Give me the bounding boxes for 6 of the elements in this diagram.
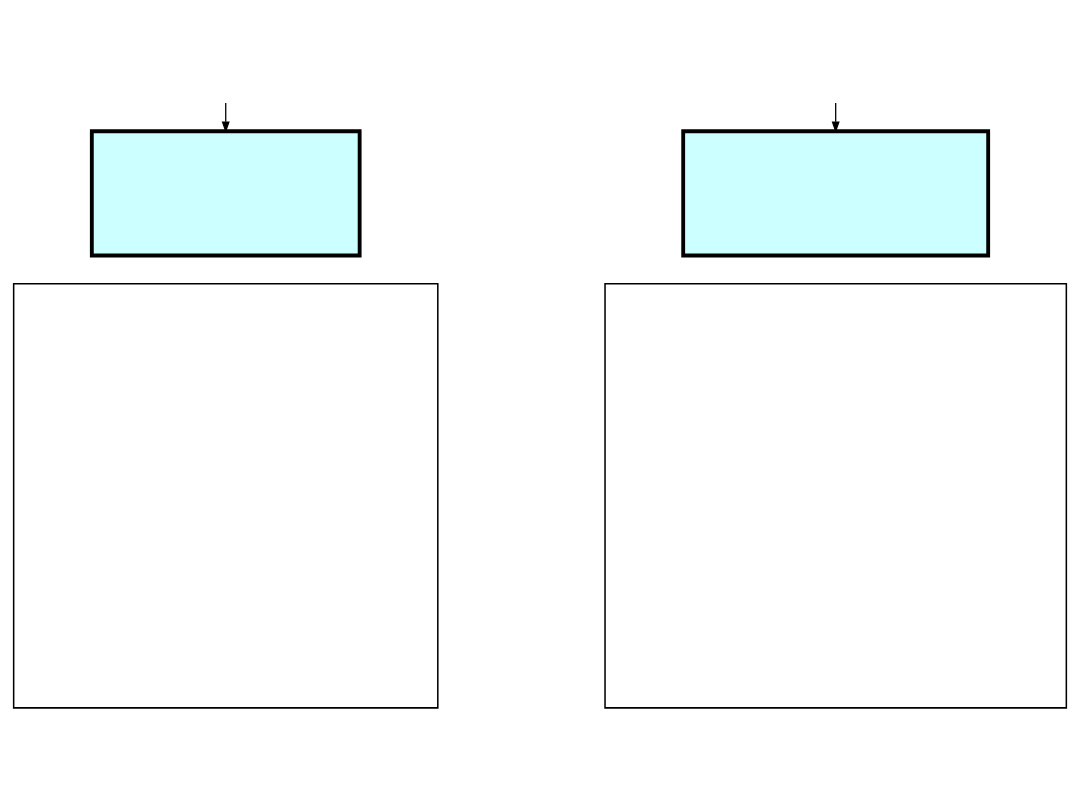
node-box: [12, 282, 439, 709]
node-box: [89, 129, 362, 258]
node-box: [604, 282, 1068, 709]
arrow: [221, 102, 230, 133]
node-box: [681, 129, 991, 258]
arrow: [831, 102, 840, 133]
